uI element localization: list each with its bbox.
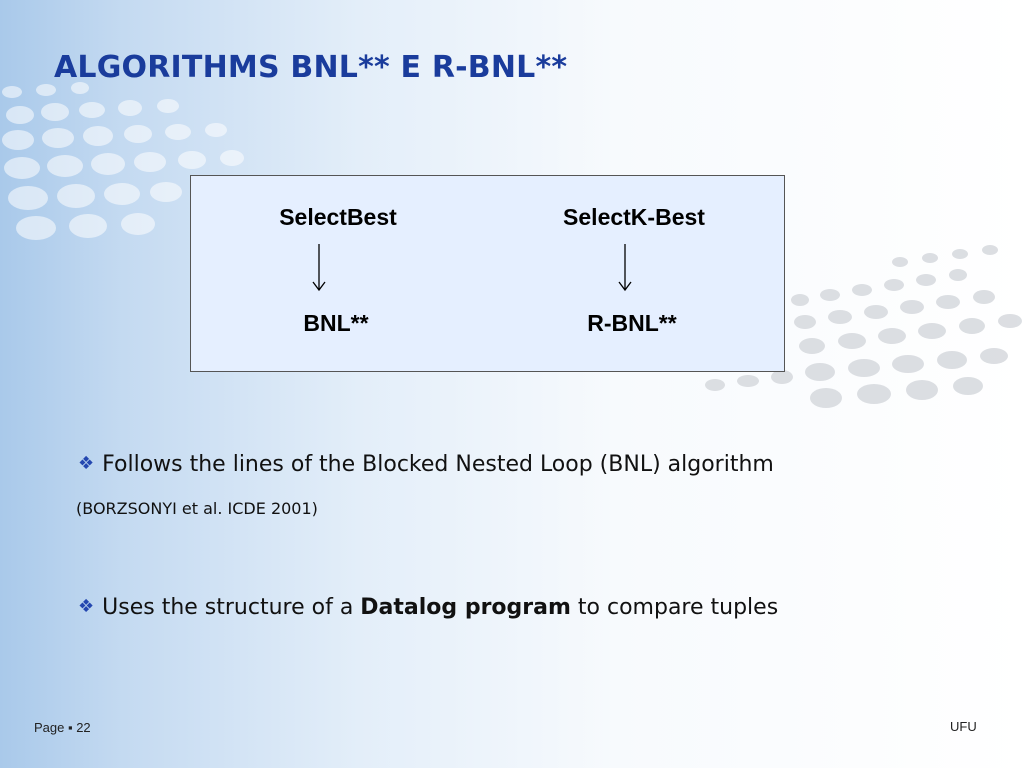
diamond-bullet-icon: ❖: [78, 596, 95, 617]
bnl-label: BNL**: [303, 310, 369, 336]
down-arrow-icon: [618, 244, 632, 292]
select-k-best-label: SelectK-Best: [563, 204, 705, 230]
footer-org: UFU: [950, 719, 977, 734]
bullet-text: Follows the lines of the Blocked Nested …: [102, 452, 774, 477]
citation: (BORZSONYI et al. ICDE 2001): [76, 499, 318, 518]
page-number: Page ▪ 22: [34, 720, 91, 735]
bullet-text-prefix: Uses the structure of a: [102, 595, 361, 620]
bullet-text-emphasis: Datalog program: [360, 595, 571, 620]
bullet-item: ❖ Uses the structure of a Datalog program…: [78, 595, 778, 620]
bullet-text-suffix: to compare tuples: [570, 595, 779, 620]
r-bnl-label: R-BNL**: [587, 310, 677, 336]
select-best-label: SelectBest: [279, 204, 397, 230]
bullet-item: ❖ Follows the lines of the Blocked Nested…: [78, 452, 774, 477]
diamond-bullet-icon: ❖: [78, 453, 95, 474]
down-arrow-icon: [312, 244, 326, 292]
slide-title: ALGORITHMS BNL** E R-BNL**: [54, 50, 568, 85]
algorithm-mapping-diagram: SelectBest BNL** SelectK-Best R-BNL**: [190, 175, 785, 372]
